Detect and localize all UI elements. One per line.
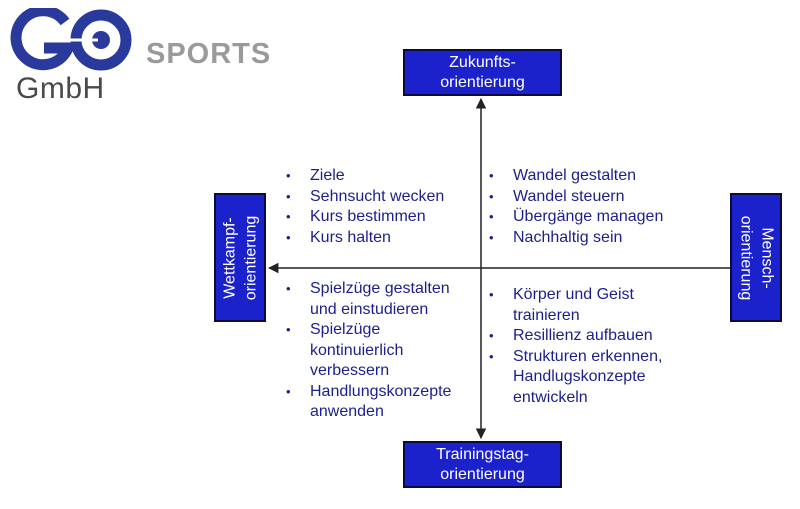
axis-bottom-line-2: orientierung — [440, 465, 525, 483]
list-item-text: entwickeln — [513, 388, 588, 406]
axis-right-line-1: Mensch- — [758, 226, 775, 289]
list-item: • Wandel gestalten — [487, 166, 697, 187]
list-item-text: und einstudieren — [310, 300, 429, 318]
bullet-icon: • — [286, 322, 291, 337]
quadrant-bottom-left-list: • Spielzüge gestalten und einstudieren • Spi… — [284, 279, 474, 423]
bullet-icon: • — [489, 328, 494, 343]
list-item: • Ziele — [284, 166, 474, 187]
list-item-text: Körper und Geist — [513, 286, 634, 303]
bullet-icon: • — [286, 229, 291, 245]
list-item-text: Spielzüge — [310, 321, 381, 338]
list-item-text: verbessern — [310, 362, 390, 379]
quadrant-top-left-list: • Ziele • Sehnsucht wecken • Kurs bestimmen • K… — [284, 166, 474, 248]
bullet-icon: • — [286, 168, 291, 183]
list-item-text: Strukturen erkennen, — [513, 347, 663, 365]
list-item: • Kurs halten — [284, 228, 474, 249]
bullet-icon: • — [286, 281, 291, 296]
list-item-text: Kurs halten — [310, 228, 391, 246]
list-item: • Körper und Geist trainieren — [487, 285, 697, 326]
list-item-text: kontinuierlich — [310, 341, 404, 359]
list-item-text: Sehnsucht wecken — [310, 187, 445, 205]
logo-company-text: GmbH — [16, 72, 105, 105]
axis-box-bottom: Trainingstag- orientierung — [403, 441, 562, 488]
list-item-text: Spielzüge gestalten — [310, 280, 450, 297]
list-item-text: Ziele — [310, 167, 345, 184]
list-item: • Strukturen erkennen, Handlugskonzepte ent… — [487, 347, 697, 409]
quadrant-top-right-list: • Wandel gestalten • Wandel steuern • Übergän… — [487, 166, 697, 248]
bullet-icon: • — [489, 168, 494, 183]
list-item-text: Kurs bestimmen — [310, 208, 426, 225]
axis-box-top: Zukunfts- orientierung — [403, 49, 562, 96]
axis-bottom-line-1: Trainingstag- — [436, 445, 529, 463]
list-item: • Spielzüge kontinuierlich verbessern — [284, 320, 474, 382]
company-logo: GmbH — [10, 8, 135, 108]
list-item: • Übergänge managen — [487, 207, 697, 228]
list-item-text: Handlungskonzepte — [310, 382, 452, 400]
bullet-icon: • — [489, 287, 494, 302]
list-item: • Nachhaltig sein — [487, 228, 697, 249]
list-item-text: Resillienz aufbauen — [513, 327, 653, 344]
list-item: • Resillienz aufbauen — [487, 326, 697, 347]
list-item-text: trainieren — [513, 306, 580, 324]
list-item: • Spielzüge gestalten und einstudieren — [284, 279, 474, 320]
list-item-text: Übergänge managen — [513, 208, 664, 225]
go-logo-mark — [10, 8, 132, 71]
bullet-icon: • — [489, 188, 494, 204]
list-item-text: Nachhaltig sein — [513, 228, 623, 246]
bullet-icon: • — [489, 229, 494, 245]
list-item: • Wandel steuern — [487, 187, 697, 208]
axis-box-right: Mensch- orientierung — [730, 193, 782, 322]
list-item-text: Handlugskonzepte — [513, 368, 646, 385]
bullet-icon: • — [489, 348, 494, 364]
axis-left-line-1: Wettkampf- — [221, 216, 238, 299]
axis-top-line-1: Zukunfts- — [449, 53, 516, 71]
list-item-text: Wandel steuern — [513, 187, 625, 205]
axis-box-left: Wettkampf- orientierung — [214, 193, 266, 322]
bullet-icon: • — [286, 209, 291, 224]
axis-left-line-2: orientierung — [242, 215, 259, 300]
list-item: • Sehnsucht wecken — [284, 187, 474, 208]
brand-text: SPORTS — [146, 38, 272, 70]
bullet-icon: • — [286, 383, 291, 399]
list-item-text: Wandel gestalten — [513, 167, 637, 184]
list-item-text: anwenden — [310, 403, 384, 420]
axis-top-line-2: orientierung — [440, 73, 525, 91]
bullet-icon: • — [489, 209, 494, 224]
axis-right-line-2: orientierung — [737, 215, 754, 300]
list-item: • Kurs bestimmen — [284, 207, 474, 228]
list-item: • Handlungskonzepte anwenden — [284, 382, 474, 423]
quadrant-bottom-right-list: • Körper und Geist trainieren • Resillienz a… — [487, 285, 697, 408]
bullet-icon: • — [286, 188, 291, 204]
